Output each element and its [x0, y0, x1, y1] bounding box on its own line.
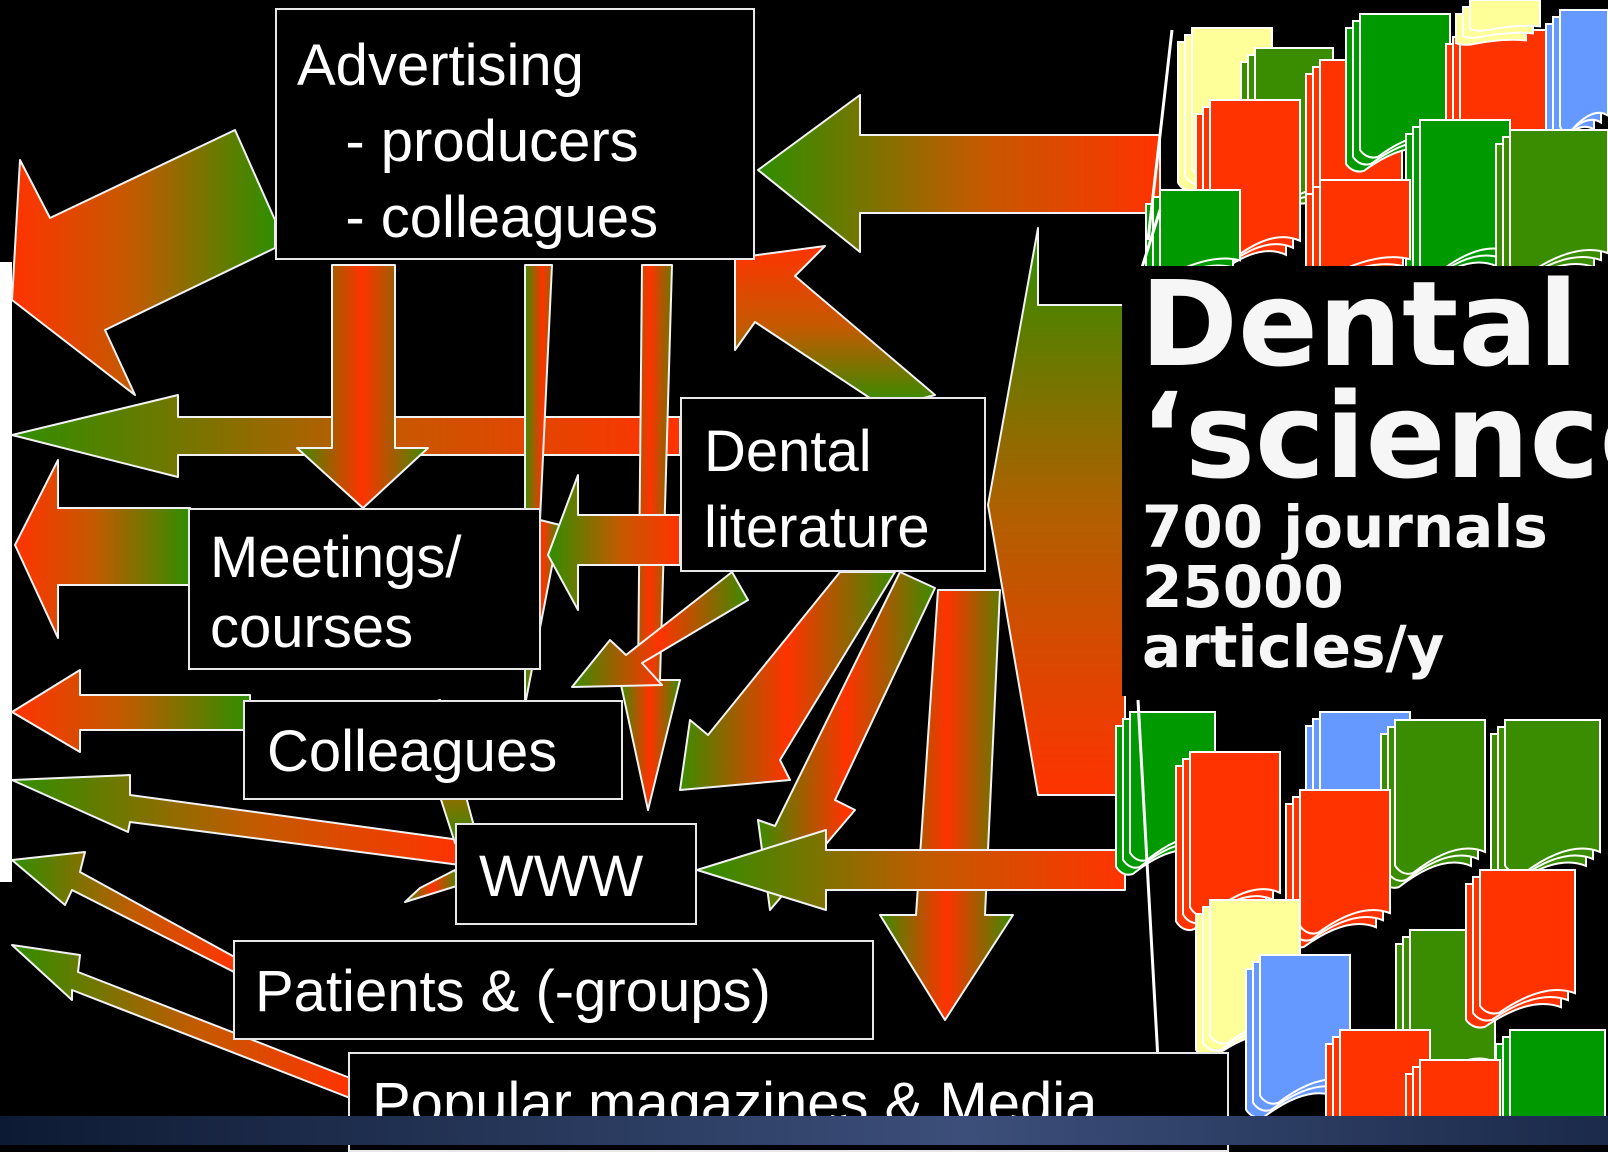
science-stats: 700 journals 25000 articles/y: [1142, 497, 1548, 677]
leader-line-0: [1146, 29, 1174, 241]
left-edge-panel: [0, 262, 12, 882]
science-panel: [1122, 266, 1608, 696]
journal-bottom-4: [1490, 719, 1601, 889]
arrow-lit-to-adv: [734, 245, 936, 409]
advertising-label: Advertising: [297, 33, 584, 98]
arrow-lit-down: [879, 589, 1014, 1021]
articles-unit: articles/y: [1142, 613, 1445, 681]
advertising-producers: - producers: [297, 109, 639, 174]
journal-top-10: [1305, 179, 1411, 288]
arrow-science-to-adv: [757, 94, 1161, 253]
www-label: WWW: [479, 844, 644, 909]
journal-top-8: [1495, 129, 1608, 289]
journal-bottom-9: [1465, 869, 1576, 1029]
advertising-colleagues: - colleagues: [297, 185, 659, 250]
journal-top-6: [1545, 9, 1608, 148]
journals-count: 700 journals: [1142, 493, 1548, 561]
patients-label: Patients & (-groups): [255, 959, 771, 1024]
footer-strip: [0, 1116, 1608, 1145]
node-colleagues: Colleagues: [243, 700, 623, 800]
arrow-left-top: [11, 129, 276, 396]
journal-bottom-5: [1285, 789, 1391, 949]
dental-literature-line1: Dental: [704, 419, 872, 484]
journal-top-11: [1455, 0, 1541, 46]
science-title: Dental ‘science: [1140, 255, 1608, 505]
node-patients: Patients & (-groups): [233, 940, 874, 1040]
journal-bottom-3: [1380, 719, 1486, 889]
dental-literature-line2: literature: [704, 495, 930, 560]
arrow-adv-to-meetings: [296, 264, 429, 509]
arrow-left-mid: [14, 459, 191, 639]
node-advertising: Advertising - producers - colleagues: [275, 8, 755, 260]
arrow-www-small: [404, 869, 461, 903]
colleagues-label: Colleagues: [267, 719, 558, 784]
arrow-science-to-lit: [987, 227, 1126, 796]
meetings-line2: courses: [210, 595, 414, 660]
articles-count: 25000: [1142, 553, 1344, 621]
leader-line-2: [1136, 699, 1160, 1061]
node-www: WWW: [455, 823, 697, 925]
arrow-lit-www-a: [679, 571, 896, 791]
node-dental-literature: Dental literature: [680, 397, 986, 572]
meetings-line1: Meetings/: [210, 525, 462, 590]
journal-bottom-1: [1175, 751, 1281, 931]
arrow-lit-to-colleagues: [571, 571, 749, 688]
arrow-left-colleagues: [11, 669, 251, 753]
node-meetings: Meetings/ courses: [188, 508, 541, 670]
